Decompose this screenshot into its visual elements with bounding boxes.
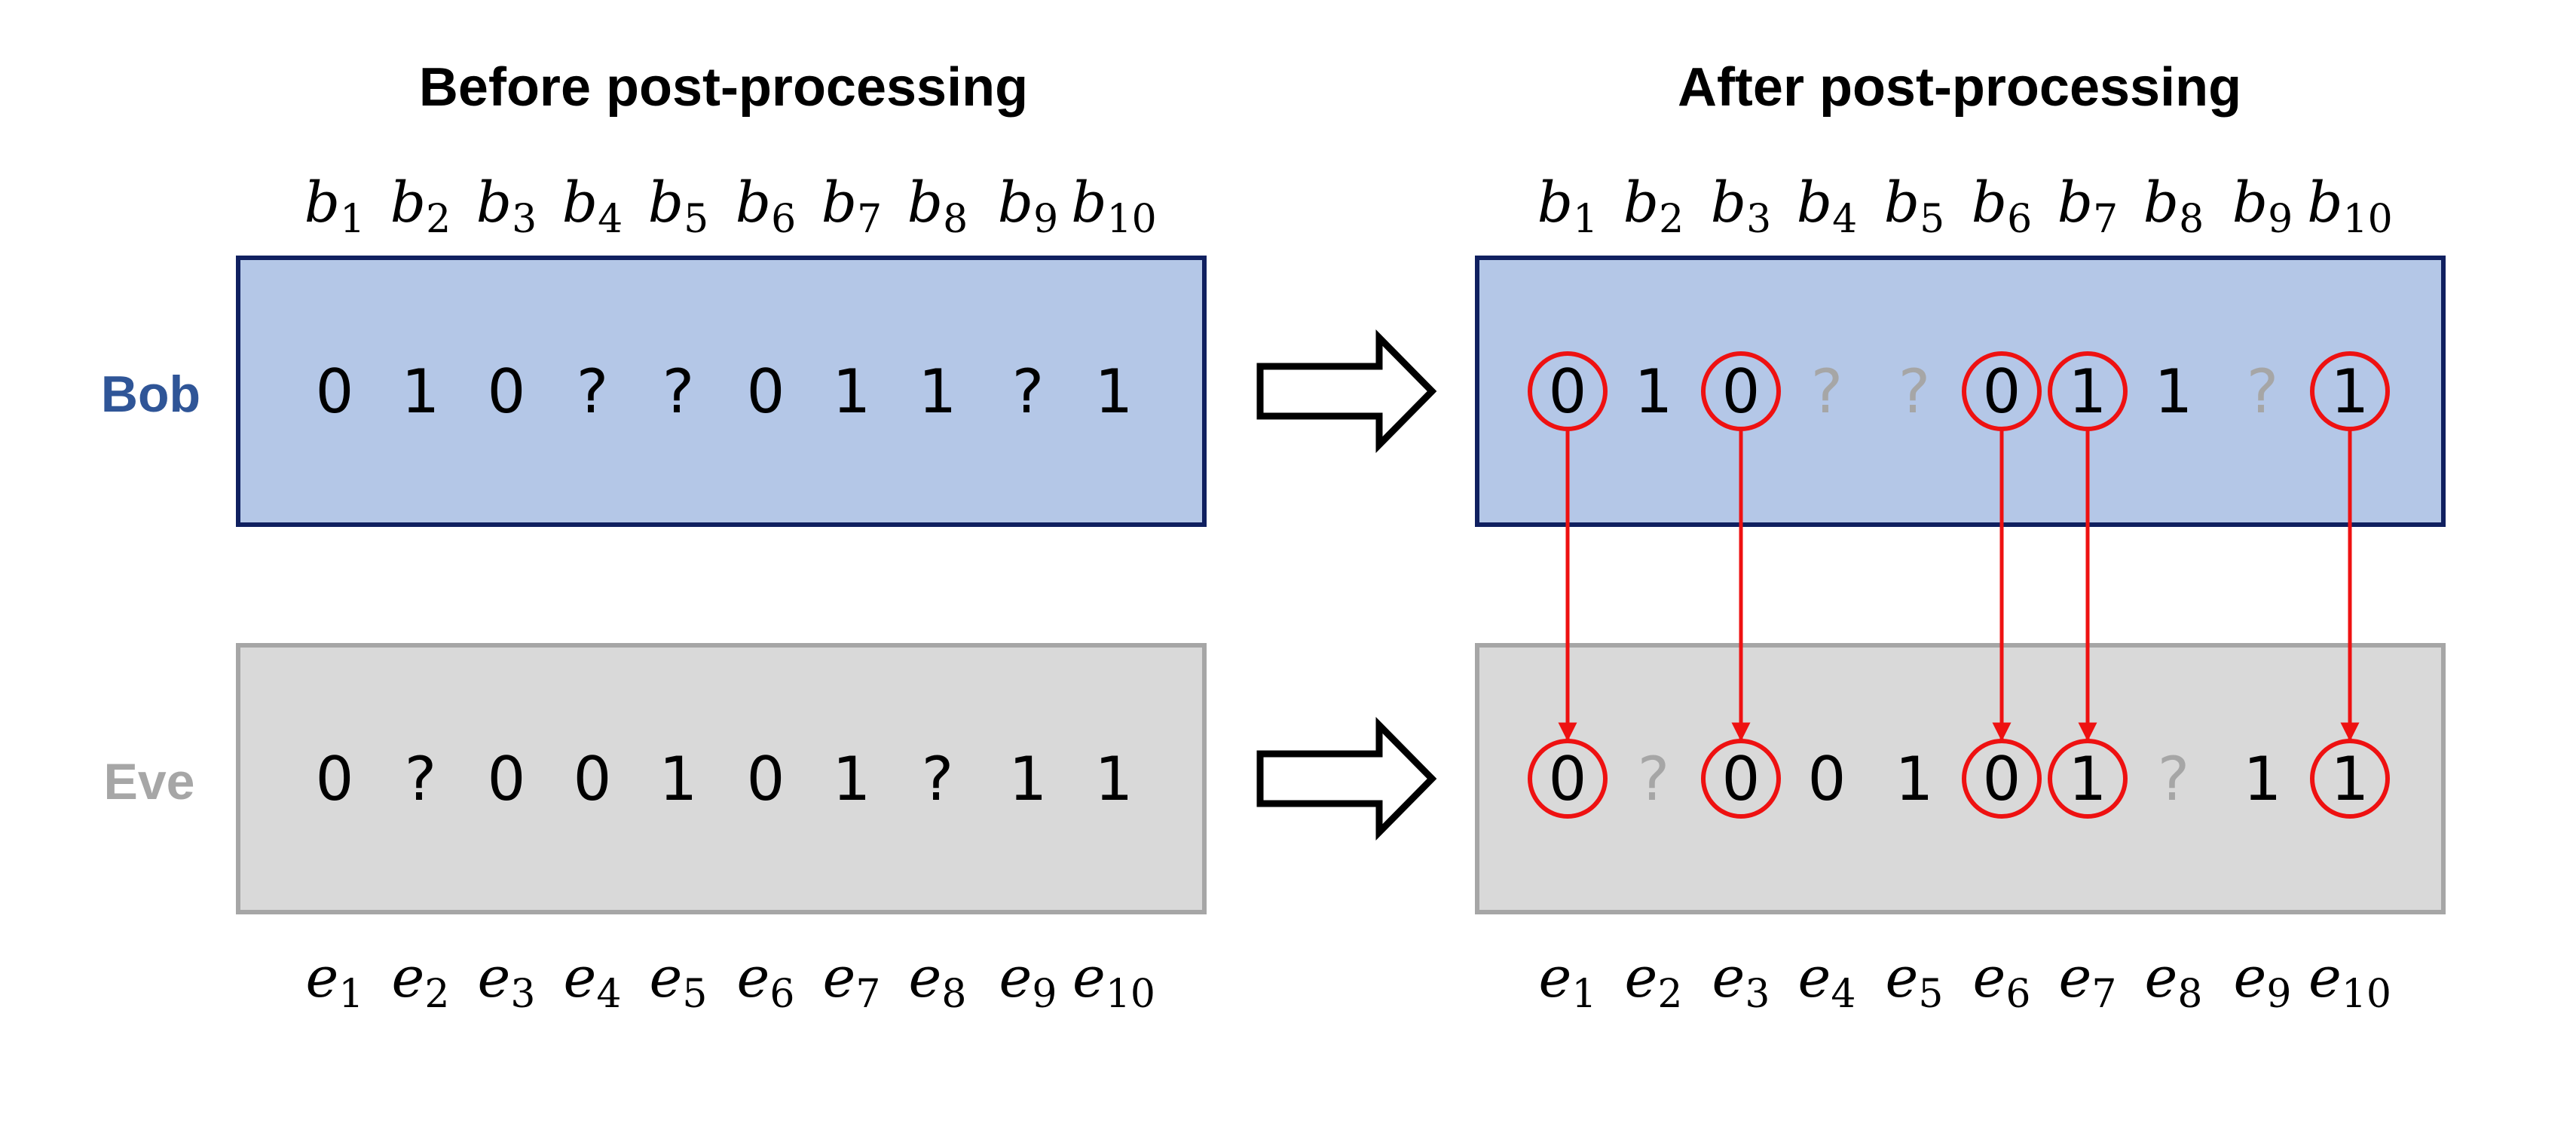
bob-before-bit-1: 0 [316,357,354,427]
bob-before-bit-8: 1 [919,357,957,427]
eve-before-index-3: e3 [478,945,536,1017]
bob-after-index-3: b3 [1711,170,1771,242]
bob-before-index-10: b10 [1071,170,1157,242]
bob-after-index-1: b1 [1537,170,1598,242]
eve-after-bit-3: 0 [1722,744,1761,814]
eve-label: Eve [104,753,195,810]
bob-before-bit-2: 1 [402,357,440,427]
bob-before-index-8: b8 [907,170,968,242]
bob-before-index-5: b5 [648,170,708,242]
bob-label: Bob [101,366,200,423]
bob-after-index-9: b9 [2232,170,2293,242]
eve-after-index-3: e3 [1712,945,1770,1017]
eve-after-box [1475,643,2446,914]
eve-before-bit-6: 0 [747,744,785,814]
eve-after-index-9: e9 [2234,945,2292,1017]
eve-before-bit-1: 0 [316,744,354,814]
bob-before-index-4: b4 [562,170,623,242]
eve-before-index-8: e8 [909,945,967,1017]
bob-after-bit-8: 1 [2155,357,2193,427]
eve-after-index-1: e1 [1539,945,1597,1017]
eve-after-index-2: e2 [1625,945,1683,1017]
eve-before-index-5: e5 [650,945,708,1017]
eve-before-bit-10: 1 [1095,744,1134,814]
bob-after-index-2: b2 [1623,170,1684,242]
eve-before-bit-7: 1 [833,744,871,814]
bob-after-bit-9: ? [2247,357,2278,427]
bob-before-box [236,256,1207,527]
eve-before-index-9: e9 [999,945,1057,1017]
eve-after-bit-4: 0 [1808,744,1846,814]
bob-before-bit-7: 1 [833,357,871,427]
eve-before-box [236,643,1207,914]
bob-before-index-3: b3 [476,170,537,242]
bob-after-bit-6: 0 [1983,357,2021,427]
bob-before-bit-10: 1 [1095,357,1134,427]
eve-after-bit-10: 1 [2331,744,2369,814]
eve-before-bit-8: ? [922,744,953,814]
eve-transform-arrow [1256,717,1437,841]
eve-before-index-1: e1 [306,945,364,1017]
after-title: After post-processing [1678,57,2241,118]
eve-after-bit-6: 0 [1983,744,2021,814]
eve-after-bit-2: ? [1638,744,1669,814]
bob-after-bit-7: 1 [2069,357,2107,427]
eve-after-index-4: e4 [1798,945,1856,1017]
eve-after-index-6: e6 [1973,945,2031,1017]
bob-before-bit-3: 0 [488,357,526,427]
bob-before-index-7: b7 [821,170,882,242]
bob-after-index-6: b6 [1972,170,2032,242]
bob-before-index-6: b6 [736,170,796,242]
bob-before-bit-9: ? [1012,357,1044,427]
bob-after-bit-1: 0 [1549,357,1587,427]
bob-before-index-9: b9 [998,170,1058,242]
bob-transform-arrow [1256,329,1437,453]
bob-after-index-7: b7 [2057,170,2118,242]
eve-after-index-10: e10 [2308,945,2391,1017]
eve-after-bit-9: 1 [2244,744,2282,814]
eve-before-bit-2: ? [405,744,436,814]
bob-after-index-5: b5 [1884,170,1944,242]
bob-after-bit-3: 0 [1722,357,1761,427]
bob-after-index-8: b8 [2143,170,2204,242]
eve-before-index-2: e2 [392,945,450,1017]
bob-after-index-10: b10 [2307,170,2393,242]
match-annotations [1528,351,2390,819]
bob-after-box [1475,256,2446,527]
bob-after-bit-4: ? [1811,357,1843,427]
eve-after-index-5: e5 [1886,945,1944,1017]
eve-before-index-6: e6 [737,945,795,1017]
eve-before-bit-5: 1 [659,744,698,814]
eve-after-index-7: e7 [2059,945,2117,1017]
bob-after-bit-2: 1 [1635,357,1673,427]
bob-before-bit-4: ? [577,357,608,427]
bob-after-index-4: b4 [1797,170,1857,242]
eve-before-bit-9: 1 [1009,744,1048,814]
eve-after-index-8: e8 [2145,945,2203,1017]
bob-before-bit-6: 0 [747,357,785,427]
bob-before-bit-5: ? [662,357,694,427]
eve-before-index-10: e10 [1072,945,1155,1017]
eve-before-bit-3: 0 [488,744,526,814]
eve-after-bit-5: 1 [1895,744,1934,814]
eve-before-index-4: e4 [564,945,622,1017]
bob-before-index-1: b1 [304,170,365,242]
eve-before-index-7: e7 [823,945,881,1017]
bob-after-bit-10: 1 [2331,357,2369,427]
before-title: Before post-processing [419,57,1028,118]
bob-before-index-2: b2 [390,170,451,242]
eve-after-bit-8: ? [2158,744,2189,814]
eve-after-bit-7: 1 [2069,744,2107,814]
bob-after-bit-5: ? [1898,357,1930,427]
eve-before-bit-4: 0 [574,744,612,814]
eve-after-bit-1: 0 [1549,744,1587,814]
